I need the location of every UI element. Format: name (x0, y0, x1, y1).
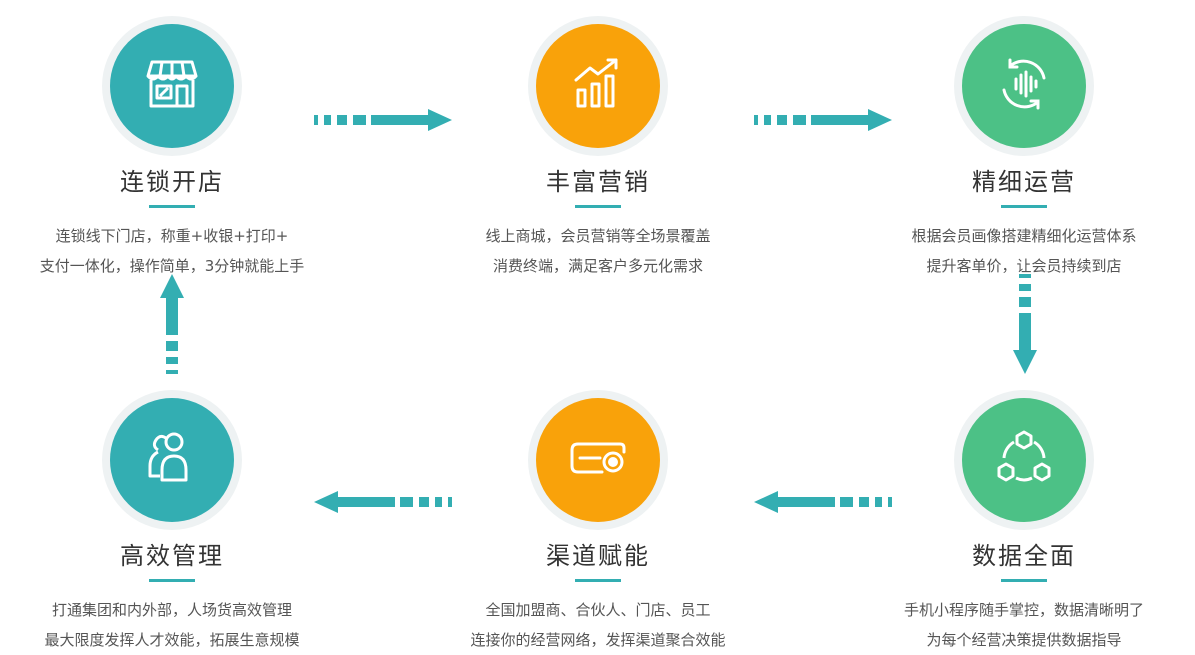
circle-badge (536, 398, 660, 522)
circle-ring (528, 390, 668, 530)
circle-ring (954, 16, 1094, 156)
circle-ring (102, 390, 242, 530)
description-line: 连锁线下门店，称重+收银+打印+ (55, 227, 289, 245)
step-description: 根据会员画像搭建精细化运营体系 提升客单价，让会员持续到店 (854, 221, 1194, 281)
storefront-icon (140, 52, 204, 120)
title-underline (1001, 579, 1047, 582)
step-description: 打通集团和内外部，人场货高效管理 最大限度发挥人才效能，拓展生意规模 (2, 595, 342, 655)
circle-ring (954, 390, 1094, 530)
description-line: 最大限度发挥人才效能，拓展生意规模 (44, 631, 300, 649)
step-title: 精细运营 (972, 168, 1076, 196)
description-line: 根据会员画像搭建精细化运营体系 (911, 227, 1137, 245)
refresh-waveform-icon (992, 52, 1056, 120)
title-underline (149, 579, 195, 582)
flow-arrow-left (754, 491, 892, 513)
step-description: 连锁线下门店，称重+收银+打印+ 支付一体化，操作简单，3分钟就能上手 (2, 221, 342, 281)
step-description: 全国加盟商、合伙人、门店、员工 连接你的经营网络，发挥渠道聚合效能 (428, 595, 768, 655)
step-description: 线上商城，会员营销等全场景覆盖 消费终端，满足客户多元化需求 (428, 221, 768, 281)
flow-arrow-right (314, 109, 452, 131)
circle-badge (536, 24, 660, 148)
flow-arrow-left (314, 491, 452, 513)
description-line: 连接你的经营网络，发挥渠道聚合效能 (470, 631, 726, 649)
step-title: 渠道赋能 (546, 542, 650, 570)
growth-chart-icon (566, 52, 630, 120)
step-title: 连锁开店 (120, 168, 224, 196)
flow-arrow-right (754, 109, 892, 131)
description-line: 打通集团和内外部，人场货高效管理 (51, 601, 292, 619)
step-complete-data: 数据全面 手机小程序随手掌控，数据清晰明了 为每个经营决策提供数据指导 (854, 390, 1194, 649)
description-line: 手机小程序随手掌控，数据清晰明了 (903, 601, 1144, 619)
circle-ring (102, 16, 242, 156)
circle-badge (110, 398, 234, 522)
title-underline (149, 205, 195, 208)
step-chain-stores: 连锁开店 连锁线下门店，称重+收银+打印+ 支付一体化，操作简单，3分钟就能上手 (2, 16, 342, 275)
description-line: 支付一体化，操作简单，3分钟就能上手 (39, 257, 305, 275)
flow-arrow-down (1013, 274, 1037, 374)
description-line: 线上商城，会员营销等全场景覆盖 (485, 227, 711, 245)
title-underline (575, 579, 621, 582)
step-fine-operations: 精细运营 根据会员画像搭建精细化运营体系 提升客单价，让会员持续到店 (854, 16, 1194, 275)
title-underline (1001, 205, 1047, 208)
circle-badge (110, 24, 234, 148)
title-underline (575, 205, 621, 208)
team-people-icon (140, 426, 204, 494)
circle-badge (962, 24, 1086, 148)
description-line: 为每个经营决策提供数据指导 (926, 631, 1122, 649)
description-line: 提升客单价，让会员持续到店 (926, 257, 1122, 275)
step-title: 丰富营销 (546, 168, 650, 196)
channel-card-icon (566, 426, 630, 494)
step-description: 手机小程序随手掌控，数据清晰明了 为每个经营决策提供数据指导 (854, 595, 1194, 655)
step-efficient-management: 高效管理 打通集团和内外部，人场货高效管理 最大限度发挥人才效能，拓展生意规模 (2, 390, 342, 649)
step-title: 数据全面 (972, 542, 1076, 570)
step-channel-empowerment: 渠道赋能 全国加盟商、合伙人、门店、员工 连接你的经营网络，发挥渠道聚合效能 (428, 390, 768, 649)
step-rich-marketing: 丰富营销 线上商城，会员营销等全场景覆盖 消费终端，满足客户多元化需求 (428, 16, 768, 275)
description-line: 全国加盟商、合伙人、门店、员工 (485, 601, 711, 619)
flow-arrow-up (160, 274, 184, 374)
circle-badge (962, 398, 1086, 522)
circle-ring (528, 16, 668, 156)
description-line: 消费终端，满足客户多元化需求 (492, 257, 703, 275)
hexagon-network-icon (992, 426, 1056, 494)
step-title: 高效管理 (120, 542, 224, 570)
